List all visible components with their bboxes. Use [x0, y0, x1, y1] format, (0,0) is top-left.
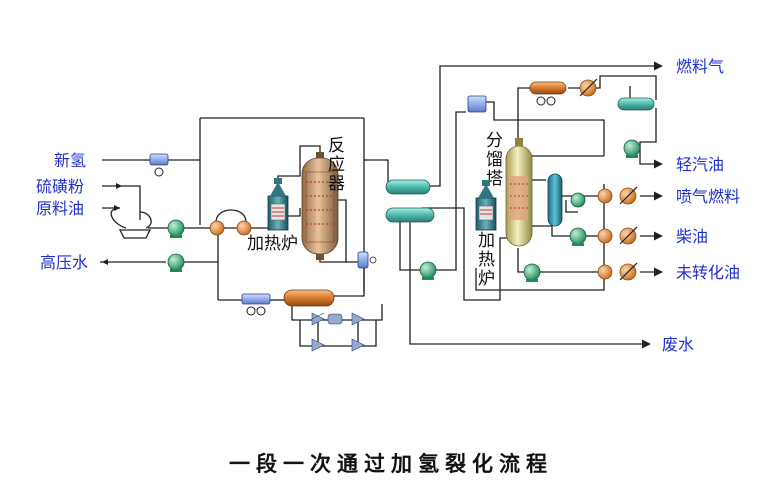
- fractionator: [505, 138, 533, 247]
- label-jet-fuel: 喷气燃料: [676, 187, 740, 206]
- hydrogen-filter: [149, 153, 169, 177]
- label-sulfur: 硫磺粉: [36, 177, 84, 196]
- label-hydrogen: 新氢: [54, 151, 86, 170]
- feed-exchanger-2: [236, 220, 252, 236]
- reactor: [301, 152, 339, 260]
- label-diesel: 柴油: [676, 227, 708, 246]
- arrow-hpwater: [102, 259, 108, 265]
- heater-2-label: 加热炉: [478, 231, 495, 289]
- lp-separator-2: [385, 207, 435, 223]
- pipe-stripper-bottom: [565, 200, 578, 213]
- overhead-cooler: [579, 78, 598, 97]
- pipe-to-hp-sep: [364, 159, 389, 184]
- riser-filter: [357, 251, 377, 269]
- hpwater-pump: [167, 253, 185, 272]
- pipe-fuelgas-main: [428, 61, 663, 187]
- lp-separator-1: [385, 179, 431, 195]
- feed-pump: [167, 219, 185, 238]
- pipe-sulfur: [122, 185, 141, 220]
- heater-1-label: 加热炉: [247, 234, 298, 254]
- heater-1: [267, 178, 289, 231]
- overhead-exchanger: [529, 81, 567, 106]
- lp-pump: [419, 261, 437, 280]
- pipe-furnace-side: [286, 208, 301, 217]
- diagram-title: 一段一次通过加氢裂化流程: [229, 452, 553, 476]
- bottoms-pump: [523, 263, 541, 282]
- label-feed-oil: 原料油: [36, 199, 84, 218]
- pipe-hx-loop: [215, 209, 247, 223]
- arrow-feed: [114, 205, 120, 211]
- label-unconverted-oil: 未转化油: [676, 263, 740, 282]
- reactor-label-text: 反应器: [328, 136, 345, 194]
- pipe-pump-to-column: [436, 111, 466, 271]
- pipe-column-overhead: [517, 87, 530, 140]
- pipe-diesel-draw: [530, 225, 570, 237]
- side-stripper: [547, 173, 563, 227]
- product-exchangers: [597, 186, 638, 281]
- pipe-bottoms: [517, 248, 524, 273]
- pipe-manifold-bottom: [299, 320, 377, 347]
- pipe-to-heater2: [422, 207, 508, 301]
- input-arrows: [102, 157, 156, 265]
- heater-2: [475, 180, 497, 231]
- diesel-pump: [569, 227, 587, 246]
- air-cooler: [241, 293, 271, 316]
- pipe-sep-right: [332, 264, 365, 297]
- label-waste-water: 废水: [662, 335, 694, 354]
- pipe-waste-water: [409, 220, 651, 349]
- reactor-label-vertical: 反应器: [328, 136, 345, 194]
- pipe-light-gasoline: [639, 108, 663, 169]
- feed-mixer: [118, 229, 152, 239]
- pipe-sep-to-pump: [399, 218, 420, 271]
- label-fuel-gas: 燃料气: [676, 57, 724, 76]
- reflux-drum: [617, 97, 655, 111]
- feed-exchanger-1: [209, 220, 225, 236]
- stripper-pump: [570, 192, 586, 208]
- hp-separator: [283, 289, 335, 307]
- label-hp-water: 高压水: [40, 253, 88, 272]
- label-light-gasoline: 轻汽油: [676, 155, 724, 174]
- pipe-feed-mix: [110, 207, 152, 229]
- valve-manifold: [311, 312, 365, 352]
- top-filter: [467, 95, 487, 113]
- column-label: 分馏塔: [486, 131, 503, 189]
- reflux-pump: [623, 139, 641, 158]
- arrow-sulfur: [116, 183, 122, 189]
